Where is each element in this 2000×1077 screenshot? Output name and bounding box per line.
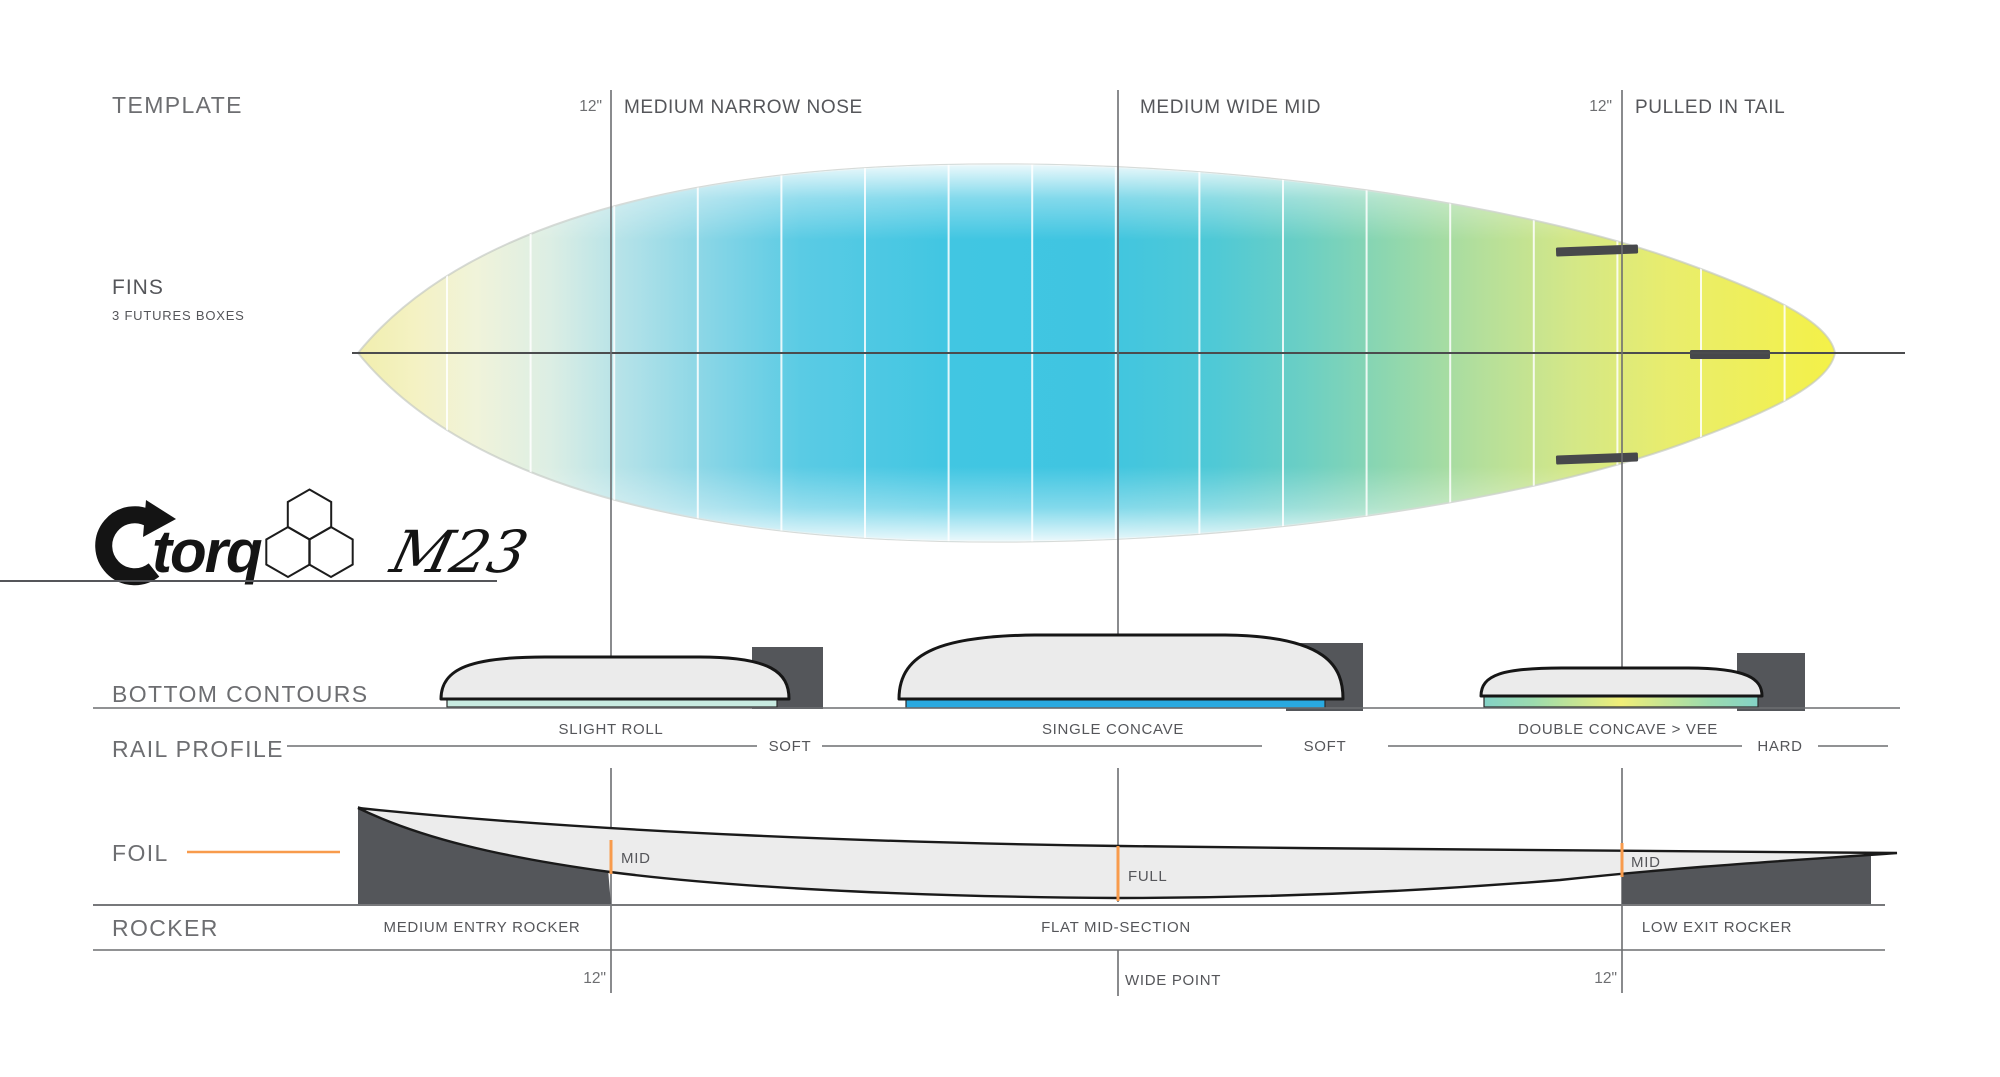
section-title-rail-profile: RAIL PROFILE: [112, 736, 284, 762]
section-title-fins: FINS: [112, 276, 164, 299]
board-top-view: [352, 163, 1905, 543]
reference-lines: [610, 90, 1623, 996]
foil-label-tail: MID: [1631, 854, 1661, 871]
tail-template-label: PULLED IN TAIL: [1635, 97, 1786, 118]
section-title-foil: FOIL: [112, 840, 169, 866]
nose-measure-label: 12": [579, 98, 602, 115]
wide-point-label: WIDE POINT: [1125, 972, 1222, 989]
side-fin-box-bottom: [1555, 452, 1639, 465]
rail-label-nose: SOFT: [768, 738, 812, 755]
rail-label-tail: HARD: [1757, 738, 1803, 755]
tail-measure-label: 12": [1589, 98, 1612, 115]
foil-label-nose: MID: [621, 850, 651, 867]
brand-name: torq: [152, 518, 262, 585]
torq-arrow-head: [143, 500, 176, 537]
section-title-template: TEMPLATE: [112, 92, 243, 118]
side-fin-box-top: [1555, 244, 1639, 257]
contour-label-nose: SLIGHT ROLL: [558, 721, 664, 738]
contour-label-mid: SINGLE CONCAVE: [1041, 721, 1185, 738]
bottom-contours-group: [93, 633, 1900, 711]
hexagon-logo-icon: [265, 488, 354, 579]
bottom-measure-nose: 12": [583, 970, 606, 987]
mid-template-label: MEDIUM WIDE MID: [1140, 97, 1322, 118]
cross-section-tail: [1479, 666, 1764, 698]
rail-label-mid: SOFT: [1303, 738, 1347, 755]
section-title-bottom-contours: BOTTOM CONTOURS: [112, 681, 369, 707]
brand-block: torq M23: [0, 488, 535, 586]
rocker-label-tail: LOW EXIT ROCKER: [1641, 919, 1793, 936]
torq-arrow-icon: [95, 506, 160, 586]
rocker-label-mid: FLAT MID-SECTION: [1041, 919, 1191, 936]
foil-thickness-ticks: [609, 840, 1624, 901]
center-fin-box: [1690, 350, 1770, 359]
brand-model: M23: [384, 518, 535, 586]
contour-label-tail: DOUBLE CONCAVE > VEE: [1517, 721, 1719, 738]
foil-label-mid: FULL: [1128, 868, 1168, 885]
section-title-rocker: ROCKER: [112, 915, 219, 941]
cross-section-nose: [439, 655, 791, 701]
foil-profile: [357, 806, 1898, 900]
rocker-label-nose: MEDIUM ENTRY ROCKER: [383, 919, 581, 936]
fin-boxes: [1555, 244, 1770, 465]
cross-section-mid: [897, 633, 1345, 701]
foil-group: [93, 806, 1898, 906]
bottom-measure-tail: 12": [1594, 970, 1617, 987]
nose-template-label: MEDIUM NARROW NOSE: [624, 97, 863, 118]
fins-subtitle: 3 FUTURES BOXES: [112, 308, 245, 323]
